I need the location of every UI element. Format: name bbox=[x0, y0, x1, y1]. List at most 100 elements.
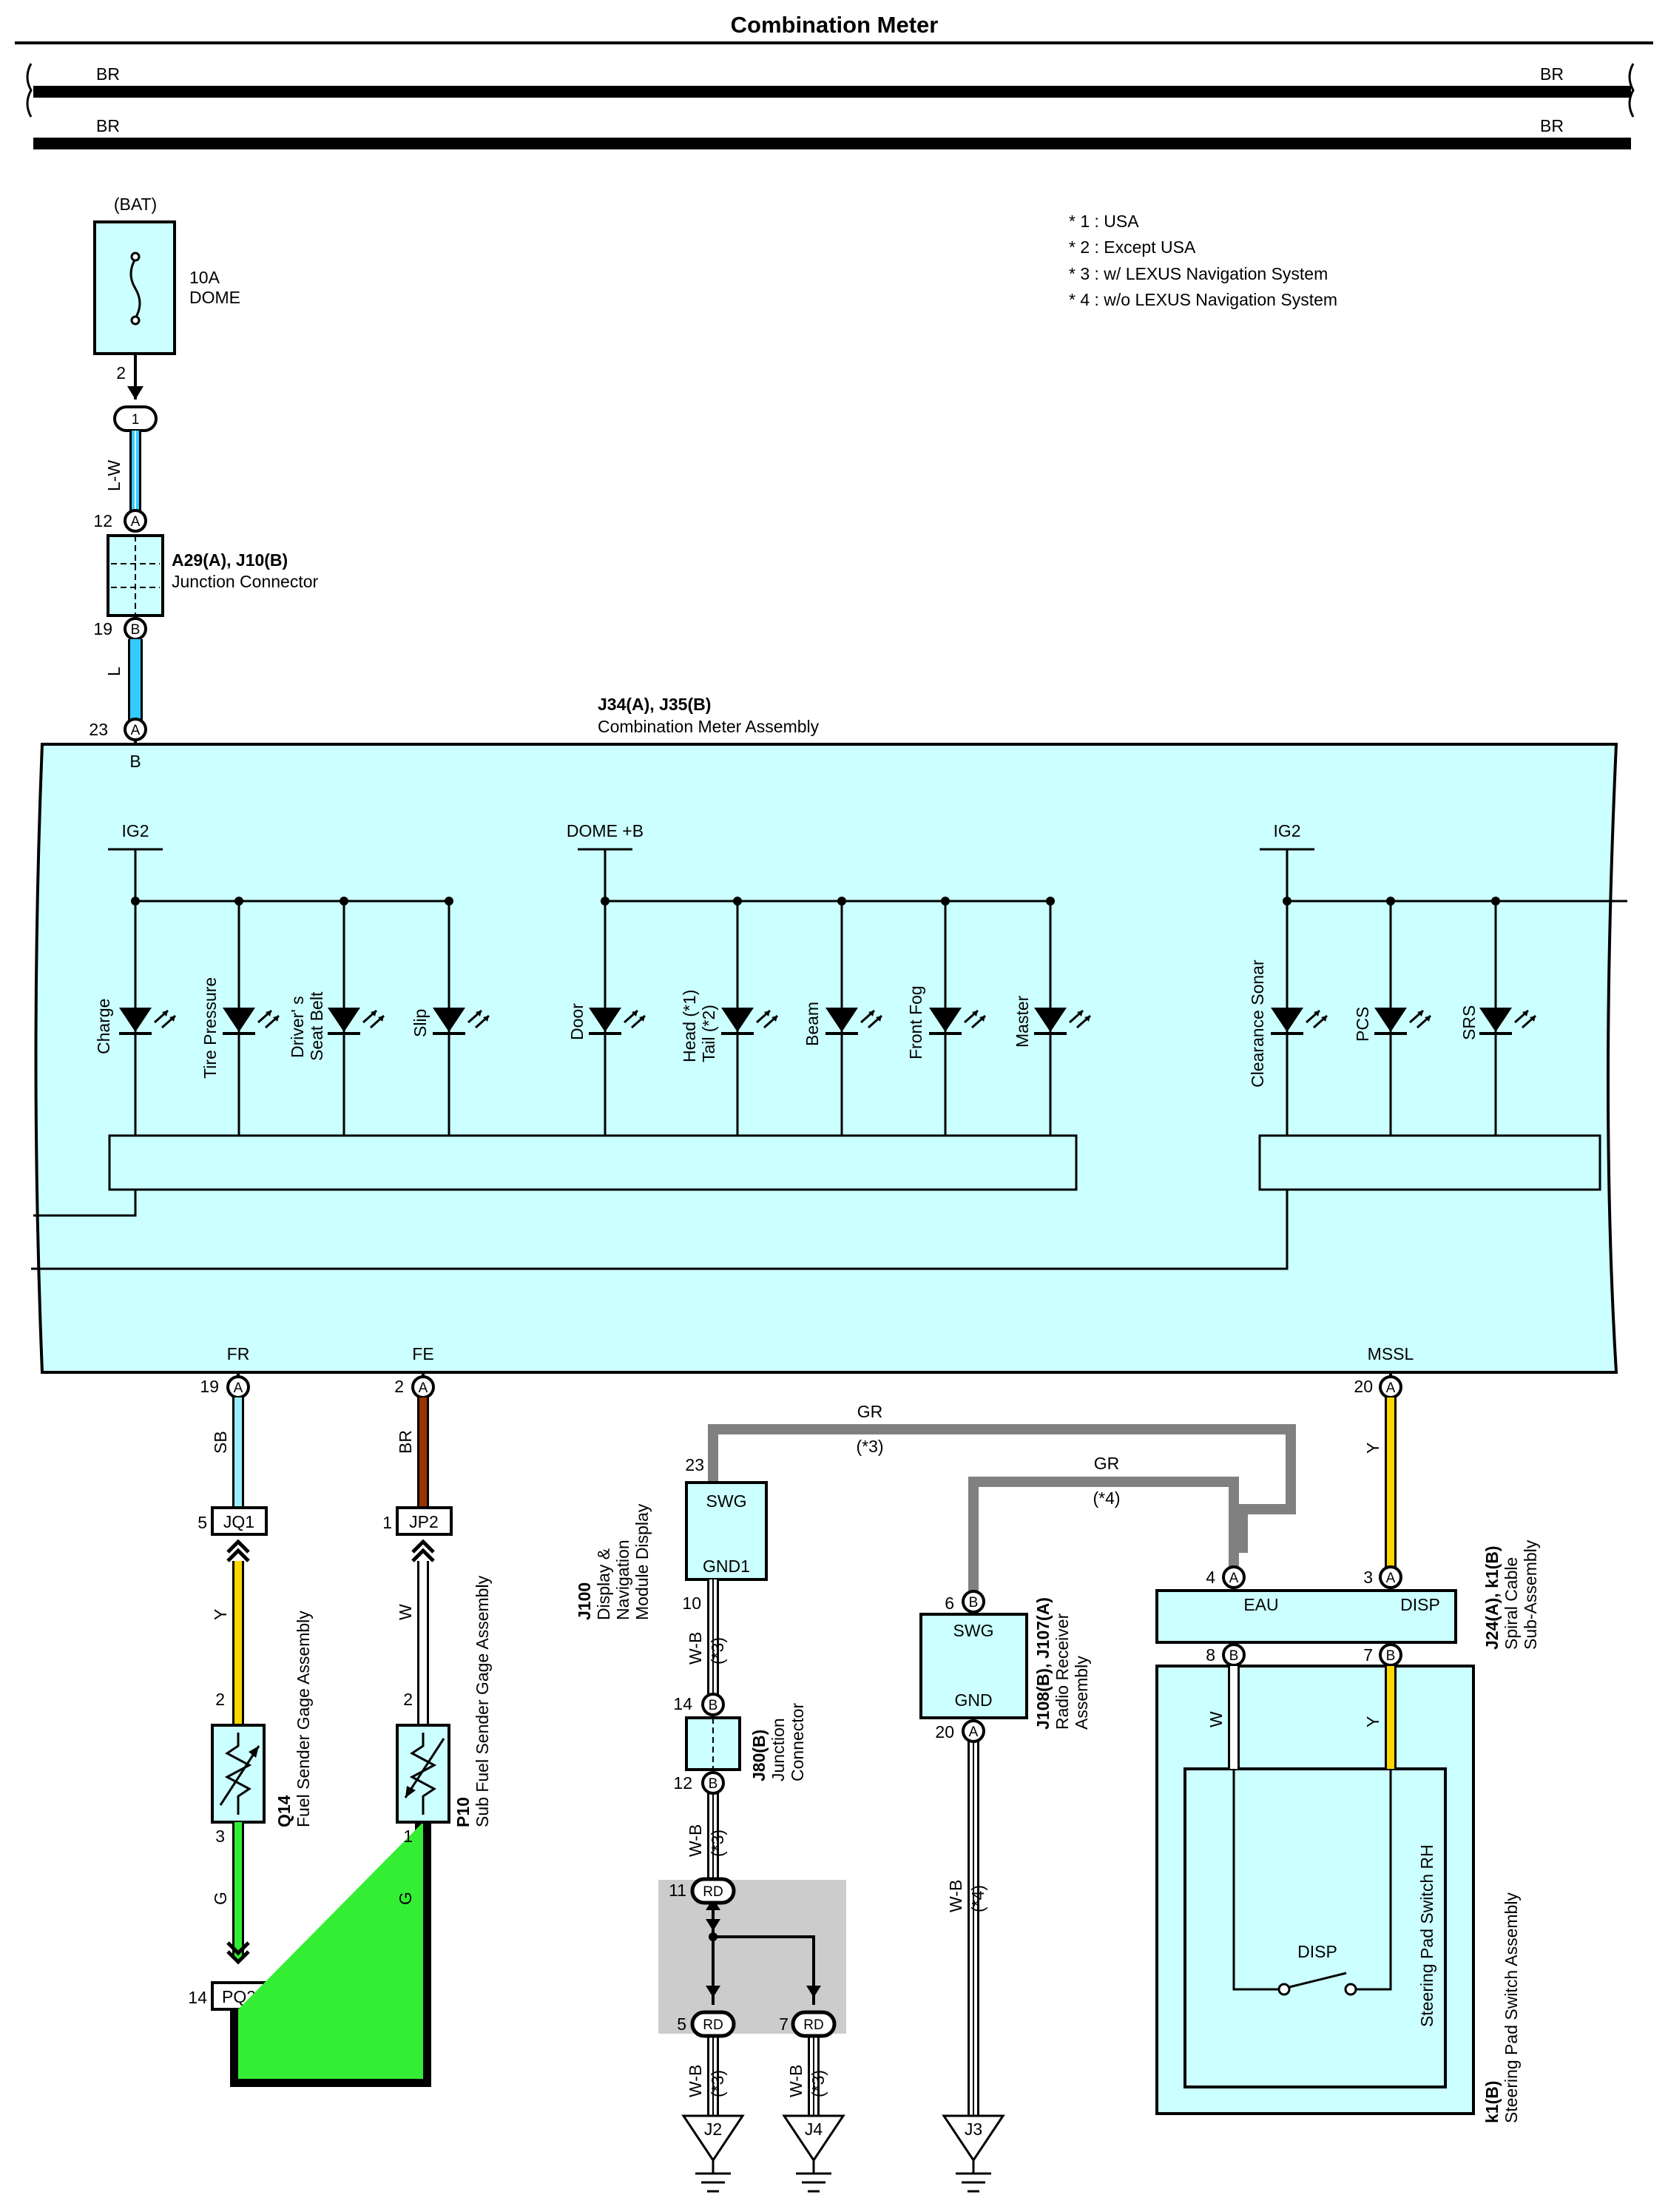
wire-gr-nav-label: GR bbox=[857, 1402, 883, 1421]
ground-j4-label: J4 bbox=[805, 2120, 823, 2139]
pq2-pin: 14 bbox=[188, 1988, 207, 2007]
j24-conn-8-label: B bbox=[1229, 1648, 1239, 1664]
meter-b-pin: 23 bbox=[89, 720, 108, 739]
j100-gnd1: GND1 bbox=[703, 1557, 750, 1576]
mssl-pin: 20 bbox=[1354, 1377, 1373, 1396]
led-head-tail-icon bbox=[721, 1008, 754, 1032]
lamp-label-seat-belt: Seat Belt bbox=[307, 991, 326, 1061]
footnotes: * 1 : USA * 2 : Except USA * 3 : w/ LEXU… bbox=[1069, 212, 1337, 309]
splice-1-label: 1 bbox=[132, 412, 140, 428]
led-beam-icon bbox=[825, 1008, 858, 1032]
led-head-tail-ray-heads bbox=[764, 1011, 777, 1022]
fuse-name: DOME bbox=[189, 288, 240, 307]
wire-w-p10-fill bbox=[419, 1561, 427, 1725]
wire-y-k1-label: Y bbox=[1363, 1716, 1382, 1727]
indicator-lamps bbox=[119, 897, 1536, 1136]
meter-ic-block-left bbox=[108, 1134, 1078, 1191]
wb-wires bbox=[707, 1579, 979, 2116]
k1-switch-label: DISP bbox=[1297, 1942, 1337, 1961]
wire-br-label: BR bbox=[396, 1430, 415, 1454]
j80-pin-bottom: 12 bbox=[673, 1773, 692, 1793]
spiral-cable-j24: 4 A 3 A EAU DISP 8 B 7 B J24(A), k1(B) S… bbox=[1155, 1540, 1540, 1667]
wire-l-fill bbox=[130, 639, 141, 722]
rd-arrow-branch-icon bbox=[806, 1986, 821, 1997]
mssl-circuit: 20 A Y bbox=[1354, 1372, 1402, 1567]
note-2: * 2 : Except USA bbox=[1069, 237, 1196, 257]
j108-conn-gnd bbox=[962, 1719, 985, 1743]
q14-variable-arrow bbox=[219, 1745, 260, 1806]
j108-conn-swg bbox=[962, 1590, 985, 1614]
led-slip-icon bbox=[433, 1008, 465, 1032]
led-front-fog-icon bbox=[929, 1008, 962, 1032]
fr-pin: 19 bbox=[200, 1377, 219, 1396]
meter-fr-label: FR bbox=[227, 1344, 250, 1363]
q14-pin-top: 2 bbox=[215, 1690, 225, 1709]
p10-pin-top: 2 bbox=[403, 1690, 413, 1709]
wb-label-5: W-B bbox=[946, 1880, 965, 1912]
nav-module-j100: 23 SWG GND1 J100 Display & Navigation Mo… bbox=[575, 1455, 768, 1620]
meter-body bbox=[34, 743, 1618, 1374]
jp2-label: JP2 bbox=[409, 1512, 439, 1531]
a29-pin-top: 12 bbox=[93, 511, 112, 530]
bus-line-1-left-label: BR bbox=[96, 64, 120, 84]
fuse-terminal-bottom bbox=[130, 315, 141, 326]
wb-label-2: W-B bbox=[686, 1824, 705, 1857]
j24-name-1: Spiral Cable bbox=[1502, 1557, 1521, 1650]
lamp-label-clearance-sonar: Clearance Sonar bbox=[1248, 960, 1267, 1088]
led-pcs-ray-heads bbox=[1417, 1011, 1431, 1022]
wire-lw-label: L-W bbox=[104, 460, 124, 491]
j100-name-3: Module Display bbox=[632, 1503, 652, 1620]
led-tire-pressure-ray-heads bbox=[266, 1011, 279, 1022]
rd-splice-dot bbox=[709, 1932, 717, 1941]
j80-conn-bottom bbox=[701, 1771, 725, 1795]
j24-conn-7-label: B bbox=[1386, 1648, 1396, 1664]
k1-wire-left bbox=[1232, 1769, 1278, 1991]
lamp-label-drivers: Driver' s bbox=[288, 996, 307, 1058]
led-clearance-sonar-icon bbox=[1271, 1008, 1303, 1032]
lamp-label-tail: Tail (*2) bbox=[699, 1005, 718, 1062]
a29-pin-bottom: 19 bbox=[93, 619, 112, 638]
lamp-label-front-fog: Front Fog bbox=[906, 985, 925, 1059]
rd-arrow-icon bbox=[706, 1898, 720, 1931]
combination-meter: J34(A), J35(B) Combination Meter Assembl… bbox=[31, 695, 1627, 1374]
wb-note-5: (*4) bbox=[968, 1885, 987, 1912]
rd-pin-7: 7 bbox=[779, 2014, 789, 2034]
rd-conn-7-label: RD bbox=[803, 2017, 823, 2033]
led-front-fog-ray-heads bbox=[972, 1011, 985, 1022]
p10-name: Sub Fuel Sender Gage Assembly bbox=[473, 1575, 492, 1827]
rd-conn-7 bbox=[791, 2010, 837, 2038]
rd-arrow-down-icon bbox=[706, 1986, 720, 1997]
wire-gr-radio-label: GR bbox=[1094, 1454, 1120, 1473]
bus-break-right bbox=[1628, 63, 1635, 118]
j108-pin-swg: 6 bbox=[945, 1594, 954, 1613]
led-srs-icon bbox=[1479, 1008, 1512, 1032]
led-clearance-sonar-ray-heads bbox=[1314, 1011, 1327, 1022]
fuse-element-icon bbox=[129, 258, 141, 319]
wire-l: L bbox=[104, 639, 143, 722]
wire-gr-radio-note: (*4) bbox=[1093, 1488, 1120, 1508]
mssl-conn-label: A bbox=[1386, 1380, 1396, 1396]
led-charge-ray-heads bbox=[162, 1011, 175, 1022]
wire-gr-nav bbox=[708, 1424, 1296, 1567]
bus-line-2-left-label: BR bbox=[96, 116, 120, 135]
lamp-label-charge: Charge bbox=[94, 999, 113, 1054]
wire-y-k1-fill bbox=[1387, 1666, 1394, 1769]
gr-wires: GR (*3) GR (*4) bbox=[708, 1402, 1296, 1602]
j24-pin-7: 7 bbox=[1363, 1645, 1373, 1665]
junction-connector-a29: 12 A A29(A), J10(B) Junction Connector 1… bbox=[93, 509, 319, 641]
note-4: * 4 : w/o LEXUS Navigation System bbox=[1069, 290, 1337, 309]
k1-switch-lever bbox=[1289, 1972, 1347, 1989]
wire-y-fuel-fill bbox=[234, 1561, 242, 1725]
wb-note-4: (*3) bbox=[808, 2070, 828, 2097]
pq2-chevron-icon bbox=[226, 1941, 250, 1965]
ig2-left-label: IG2 bbox=[121, 821, 149, 840]
wb-note-1: (*3) bbox=[708, 1637, 727, 1665]
wire-y-mssl-label: Y bbox=[1363, 1443, 1382, 1454]
note-1: * 1 : USA bbox=[1069, 212, 1139, 231]
k1-switch-contact-left bbox=[1277, 1983, 1291, 1996]
meter-ref: J34(A), J35(B) bbox=[598, 695, 711, 714]
rd-pin-5: 5 bbox=[677, 2014, 686, 2034]
fuel-sender-q14: 2 Q14 Fuel Sender Gage Assembly 3 G 14 P… bbox=[188, 1611, 313, 2011]
wire-w-p10-label: W bbox=[396, 1604, 415, 1620]
fe-pin: 2 bbox=[394, 1377, 404, 1396]
